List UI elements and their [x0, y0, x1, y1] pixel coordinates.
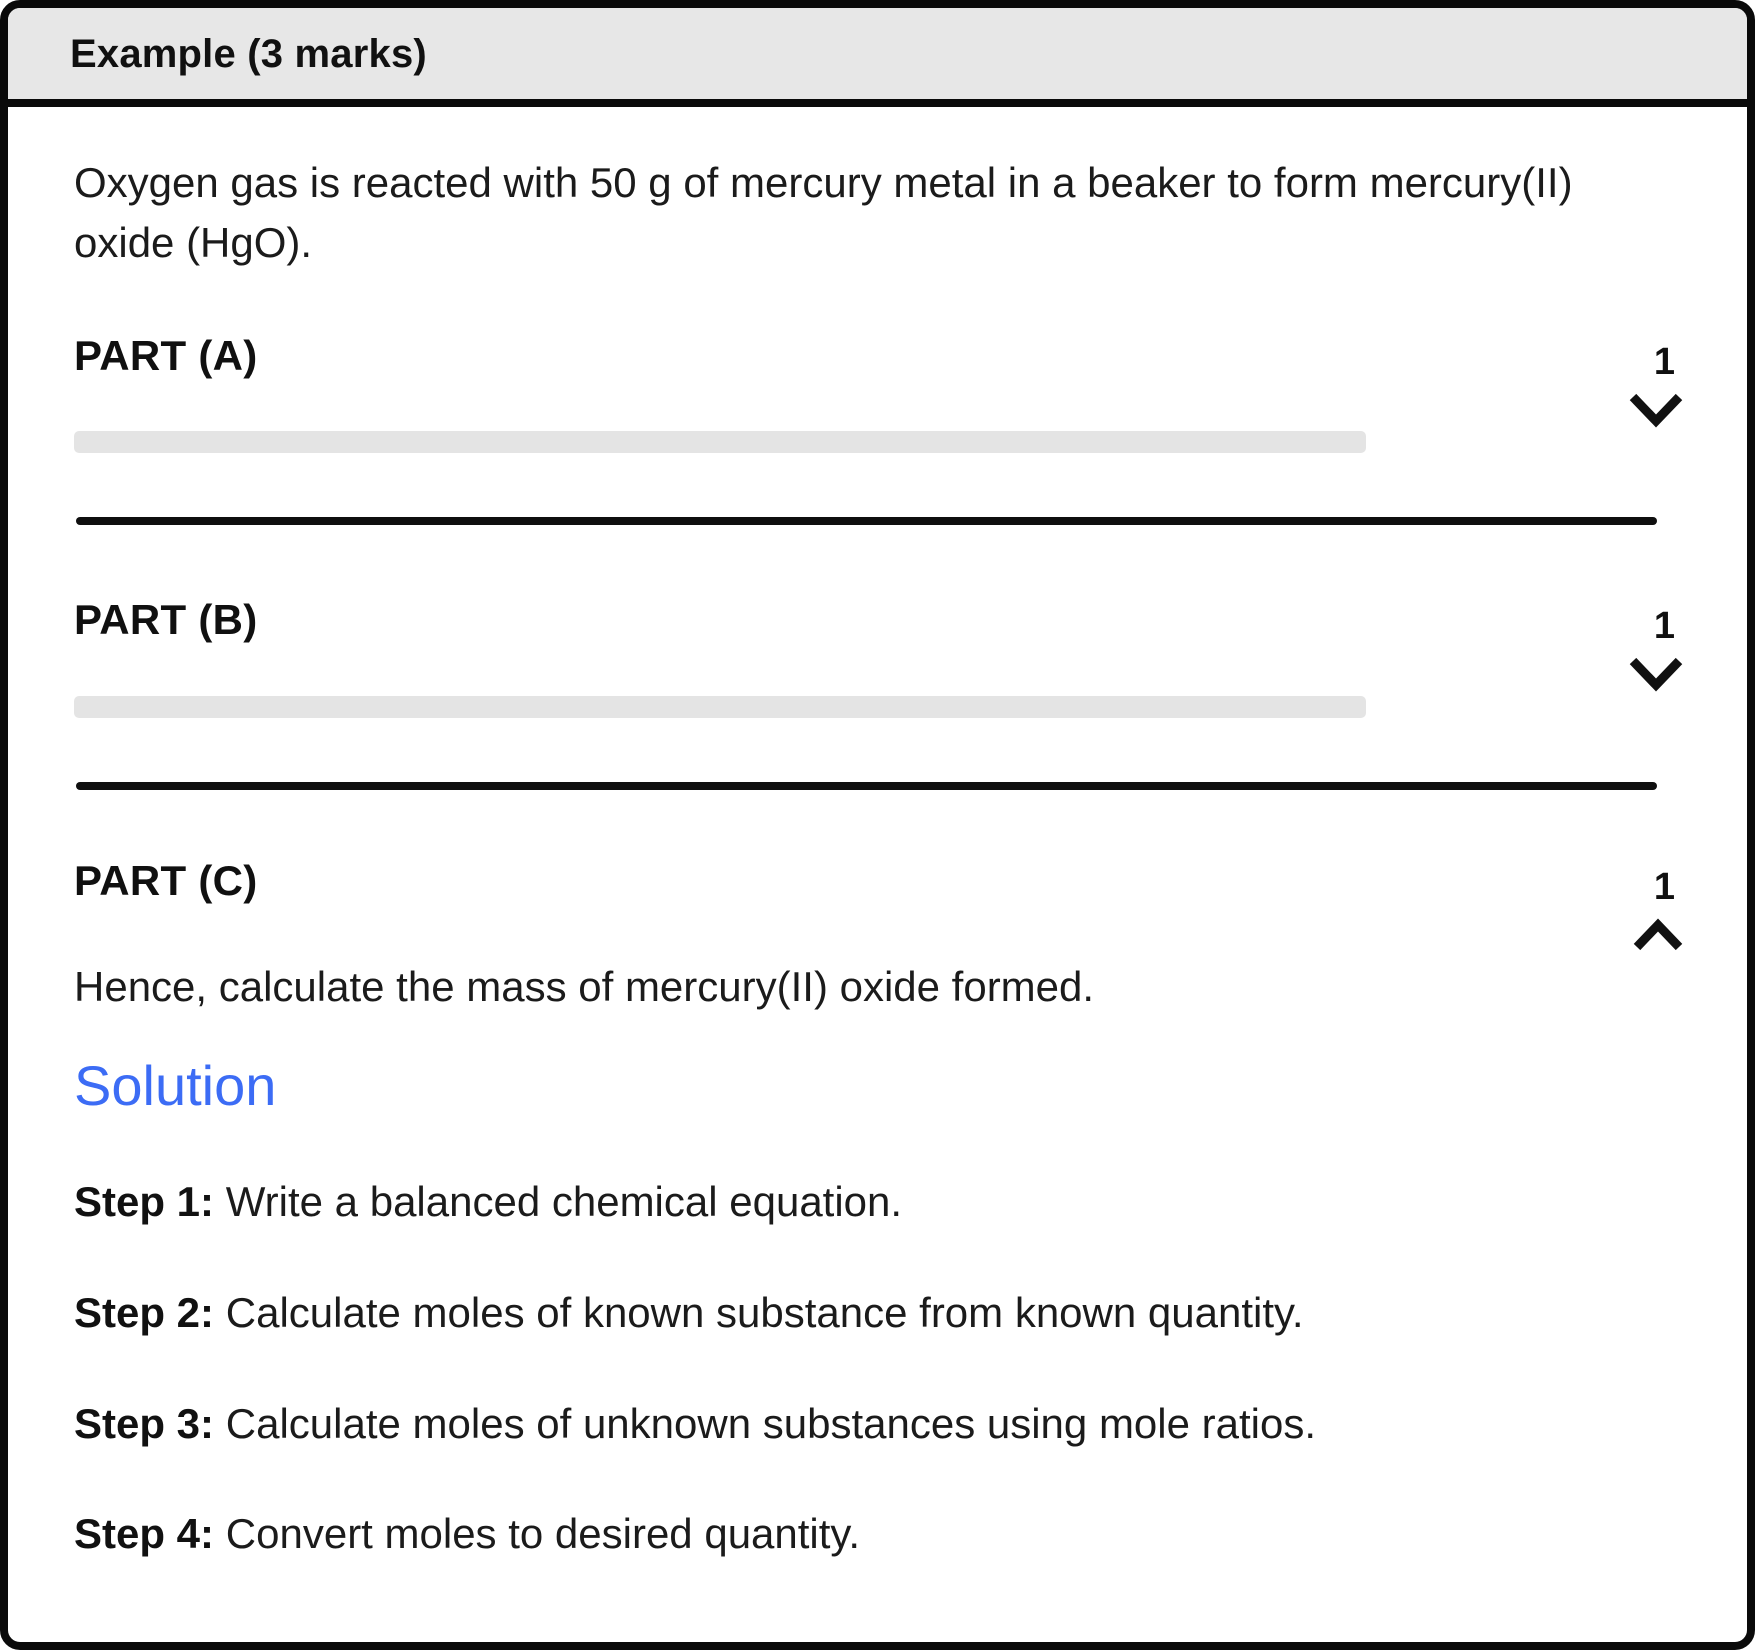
part-a-controls: 1	[1627, 343, 1685, 429]
example-title: Example (3 marks)	[70, 32, 427, 76]
part-a-main: PART (A)	[74, 331, 1597, 454]
solution-step-2: Step 2:Calculate moles of known substanc…	[74, 1284, 1685, 1343]
part-b-main: PART (B)	[74, 595, 1597, 718]
solution-step-4: Step 4:Convert moles to desired quantity…	[74, 1505, 1685, 1564]
step-4-text: Convert moles to desired quantity.	[225, 1510, 860, 1558]
divider	[76, 517, 1657, 526]
step-4-label: Step 4:	[74, 1510, 215, 1558]
part-b-marks-badge: 1	[1653, 605, 1675, 648]
part-c-question-text: Hence, calculate the mass of mercury(II)…	[74, 963, 1095, 1011]
chevron-up-icon[interactable]	[1631, 916, 1685, 954]
part-b-controls: 1	[1627, 607, 1685, 693]
part-c-accordion[interactable]: PART (C) Hence, calculate the mass of me…	[74, 856, 1685, 1017]
step-3-text: Calculate moles of unknown substances us…	[225, 1399, 1317, 1447]
step-2-text: Calculate moles of known substance from …	[225, 1288, 1304, 1336]
skeleton-bar	[74, 695, 1366, 718]
part-c-controls: 1	[1631, 868, 1685, 954]
step-2-label: Step 2:	[74, 1288, 215, 1336]
skeleton-bar	[74, 431, 1366, 454]
part-c-main: PART (C) Hence, calculate the mass of me…	[74, 856, 1601, 1017]
solution-step-3: Step 3:Calculate moles of unknown substa…	[74, 1395, 1685, 1454]
example-card-header: Example (3 marks)	[8, 8, 1747, 107]
step-1-text: Write a balanced chemical equation.	[225, 1178, 903, 1226]
part-c-marks-badge: 1	[1653, 865, 1675, 908]
part-b-accordion[interactable]: PART (B) 1	[74, 595, 1685, 718]
part-c-label: PART (C)	[74, 856, 258, 904]
part-b-label: PART (B)	[74, 596, 258, 644]
divider	[76, 781, 1657, 790]
question-text: Oxygen gas is reacted with 50 g of mercu…	[74, 159, 1573, 267]
solution-step-1: Step 1:Write a balanced chemical equatio…	[74, 1173, 1685, 1232]
step-3-label: Step 3:	[74, 1399, 215, 1447]
chevron-down-icon[interactable]	[1627, 655, 1685, 693]
example-card-body: Oxygen gas is reacted with 50 g of mercu…	[8, 107, 1747, 1624]
step-1-label: Step 1:	[74, 1178, 215, 1226]
part-a-marks-badge: 1	[1653, 341, 1675, 384]
part-a-label: PART (A)	[74, 332, 258, 380]
part-a-accordion[interactable]: PART (A) 1	[74, 331, 1685, 454]
solution-heading: Solution	[74, 1054, 277, 1118]
chevron-down-icon[interactable]	[1627, 391, 1685, 429]
